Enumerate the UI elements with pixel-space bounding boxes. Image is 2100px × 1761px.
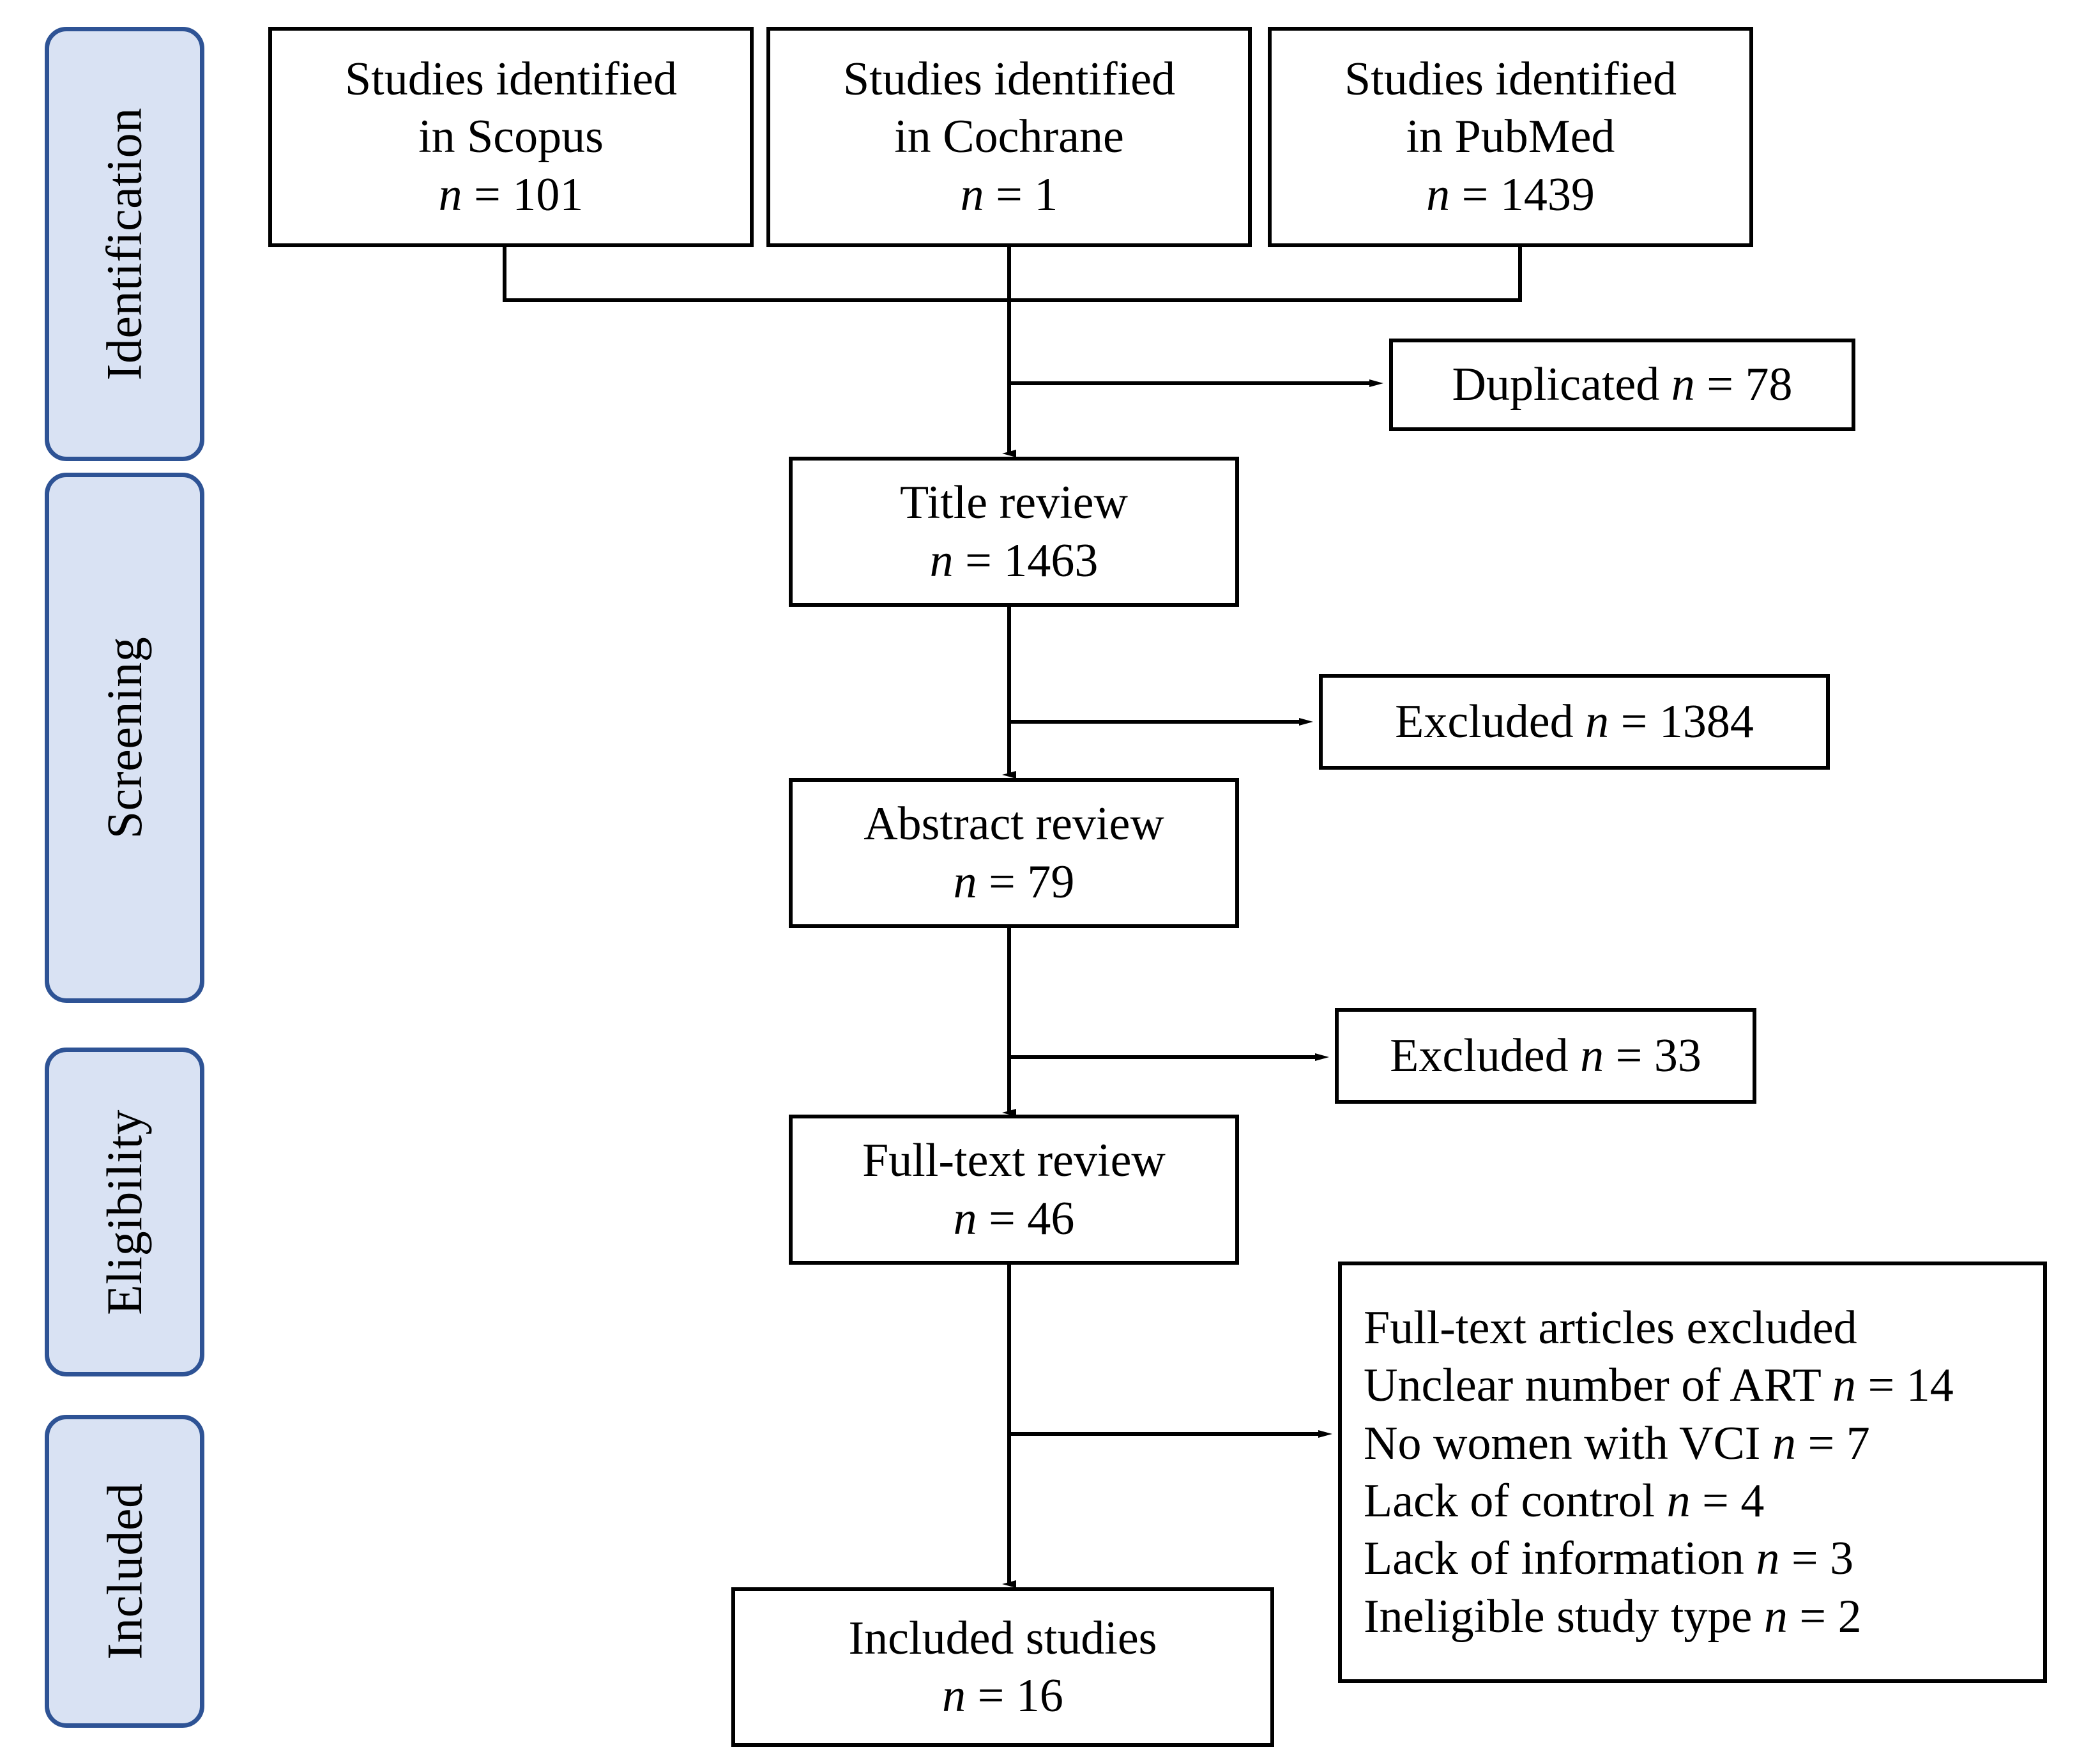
- included-studies-label: Included studies: [848, 1612, 1157, 1665]
- stage-label-eligibility: Eligibility: [96, 1109, 152, 1315]
- fulltext-review-count: n = 46: [953, 1192, 1075, 1245]
- fulltext-excluded-reason-3: Lack of control n = 4: [1364, 1475, 1765, 1527]
- fulltext-excluded-heading: Full-text articles excluded: [1364, 1302, 1857, 1355]
- stage-label-identification: Identification: [96, 107, 153, 381]
- flow-box-fulltext-review: Full-text review n = 46: [789, 1115, 1239, 1265]
- source-pubmed-count: n = 1439: [1426, 168, 1595, 221]
- stage-pill-included: Included: [45, 1415, 204, 1728]
- fulltext-excluded-reason-1: Unclear number of ART n = 14: [1364, 1359, 1954, 1412]
- included-studies-count: n = 16: [942, 1670, 1063, 1722]
- source-manifold: [503, 246, 1522, 302]
- excluded-abstract-text: Excluded n = 33: [1390, 1029, 1701, 1082]
- source-cochrane-line2: in Cochrane: [894, 111, 1124, 164]
- source-pubmed-line2: in PubMed: [1406, 111, 1615, 164]
- source-cochrane-count: n = 1: [960, 168, 1058, 221]
- stage-label-screening: Screening: [96, 636, 153, 839]
- flow-box-title-review: Title review n = 1463: [789, 457, 1239, 607]
- source-cochrane-line1: Studies identified: [843, 53, 1175, 106]
- side-box-duplicated: Duplicated n = 78: [1389, 339, 1855, 431]
- source-box-scopus: Studies identified in Scopus n = 101: [268, 27, 754, 247]
- title-review-label: Title review: [900, 476, 1128, 530]
- excluded-title-text: Excluded n = 1384: [1395, 695, 1754, 748]
- title-review-count: n = 1463: [929, 534, 1099, 587]
- fulltext-excluded-reason-5: Ineligible study type n = 2: [1364, 1590, 1862, 1643]
- source-box-pubmed: Studies identified in PubMed n = 1439: [1268, 27, 1753, 247]
- side-box-excluded-abstract: Excluded n = 33: [1335, 1008, 1756, 1104]
- fulltext-review-label: Full-text review: [862, 1134, 1166, 1187]
- side-box-fulltext-excluded: Full-text articles excluded Unclear numb…: [1338, 1262, 2047, 1683]
- source-scopus-line1: Studies identified: [345, 53, 677, 106]
- abstract-review-count: n = 79: [953, 855, 1075, 908]
- flow-box-abstract-review: Abstract review n = 79: [789, 778, 1239, 928]
- duplicated-text: Duplicated n = 78: [1452, 358, 1793, 411]
- fulltext-excluded-reason-2: No women with VCI n = 7: [1364, 1417, 1870, 1470]
- fulltext-excluded-reason-4: Lack of information n = 3: [1364, 1532, 1854, 1585]
- source-scopus-line2: in Scopus: [418, 111, 604, 164]
- source-scopus-count: n = 101: [438, 168, 584, 221]
- source-pubmed-line1: Studies identified: [1344, 53, 1677, 106]
- stage-pill-identification: Identification: [45, 27, 204, 461]
- flow-box-included-studies: Included studies n = 16: [731, 1587, 1274, 1747]
- side-box-excluded-title: Excluded n = 1384: [1319, 674, 1830, 770]
- stage-label-included: Included: [96, 1483, 153, 1660]
- stage-pill-eligibility: Eligibility: [45, 1048, 204, 1376]
- source-box-cochrane: Studies identified in Cochrane n = 1: [766, 27, 1252, 247]
- stage-pill-screening: Screening: [45, 473, 204, 1003]
- abstract-review-label: Abstract review: [864, 798, 1164, 851]
